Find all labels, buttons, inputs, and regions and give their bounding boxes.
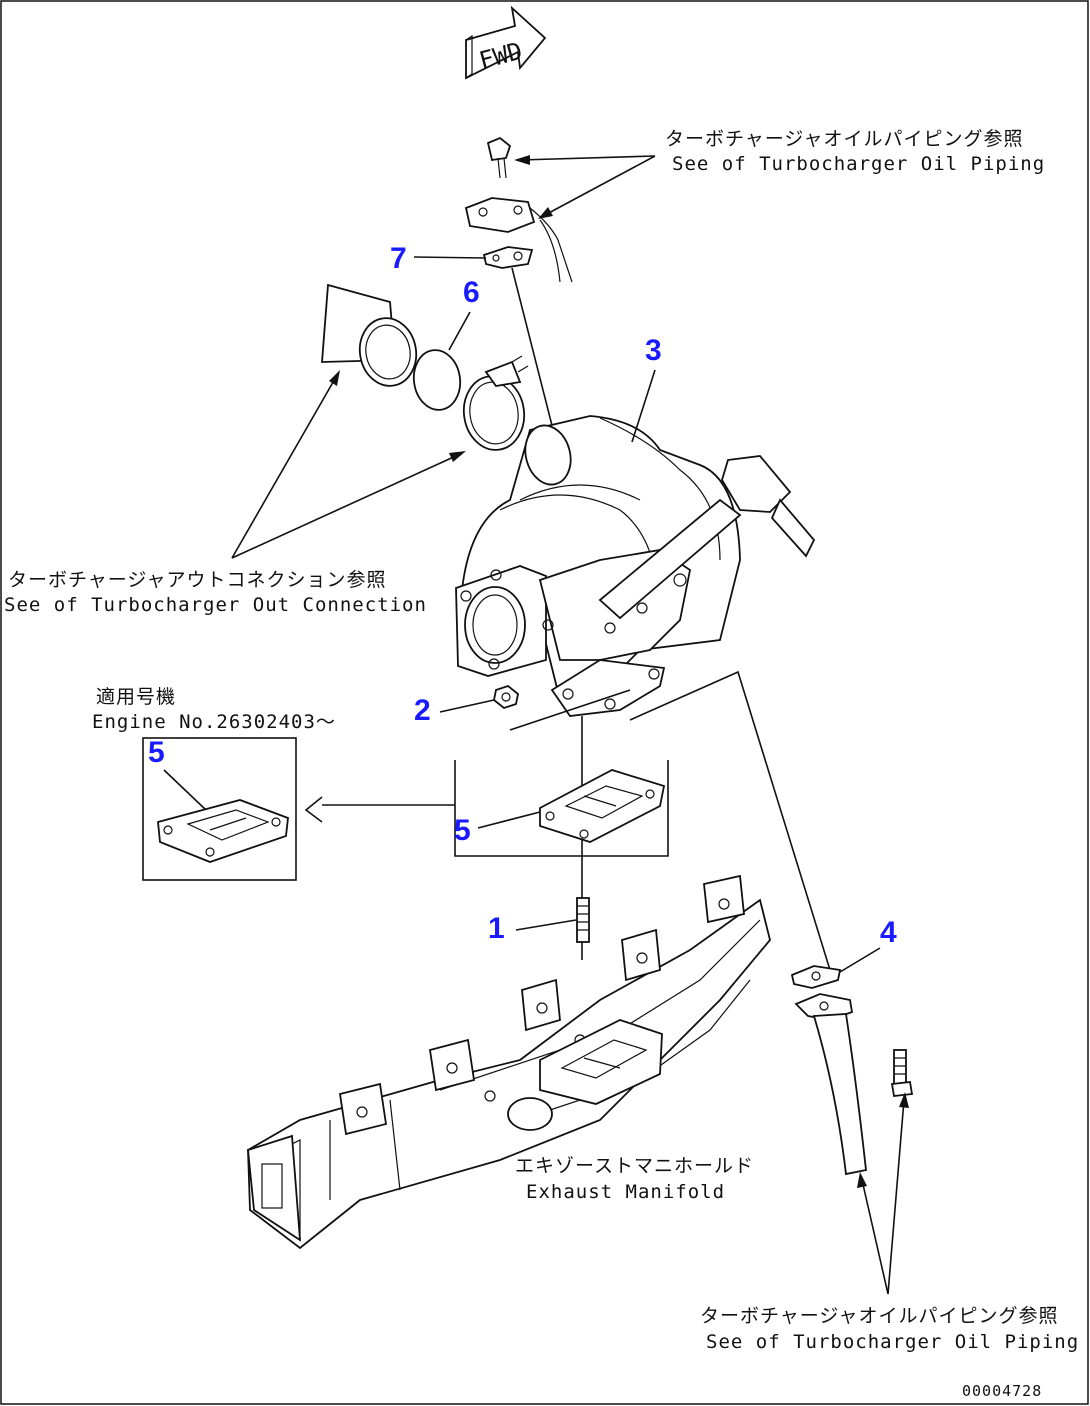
exhaust-manifold-note-jp: エキゾーストマニホールド — [515, 1155, 754, 1177]
turbocharger-3 — [455, 415, 816, 717]
leader-5-inset — [163, 769, 207, 811]
gasket-7 — [482, 246, 534, 269]
leader-2 — [439, 699, 495, 713]
leader-out-1 — [231, 376, 337, 559]
out-connection-pipe — [321, 283, 418, 387]
leader-6 — [448, 311, 471, 351]
forward-arrow-icon: FWD — [465, 5, 547, 80]
exhaust-manifold-note-en: Exhaust Manifold — [526, 1181, 725, 1203]
flange-center-line-1 — [509, 689, 631, 731]
gasket-5-inset — [157, 799, 289, 863]
leader-out-2 — [231, 454, 459, 559]
oil-piping-bottom-note-en: See of Turbocharger Oil Piping — [706, 1331, 1079, 1353]
out-connection-note-jp: ターボチャージャアウトコネクション参照 — [8, 569, 386, 591]
callout-6: 6 — [463, 276, 480, 309]
exhaust-manifold — [247, 874, 771, 1250]
applicable-note-en: Engine No.26302403～ — [92, 711, 336, 733]
leader-oil-top-2 — [544, 155, 656, 216]
leader-oil-bottom-1 — [861, 1179, 889, 1295]
oil-drain-bolt — [890, 1049, 914, 1097]
out-connection-note-en: See of Turbocharger Out Connection — [4, 594, 427, 616]
leader-oil-bottom-2 — [887, 1099, 905, 1295]
callout-7: 7 — [390, 242, 407, 275]
gasket-4 — [790, 965, 842, 989]
applicable-inset-box — [142, 737, 297, 881]
callout-2: 2 — [414, 694, 431, 727]
gasket-bracket-arrow-icon — [304, 796, 323, 823]
v-band-clamp — [462, 355, 529, 451]
gasket-bracket — [454, 760, 669, 857]
o-ring-6 — [412, 349, 462, 411]
oil-inlet-bolt — [486, 136, 512, 179]
flange-center-line-2 — [629, 670, 831, 971]
callout-5-main: 5 — [454, 814, 471, 847]
leader-oil-top-1 — [519, 155, 656, 161]
oil-piping-top-note-jp: ターボチャージャオイルパイピング参照 — [665, 128, 1023, 150]
callout-1: 1 — [488, 912, 505, 945]
applicable-note-jp: 適用号機 — [96, 686, 176, 708]
stud-1 — [576, 897, 590, 943]
leader-1 — [515, 919, 577, 931]
oil-drain-pipe — [794, 993, 867, 1176]
callout-3: 3 — [645, 334, 662, 367]
gasket-5 — [539, 769, 666, 843]
oil-piping-bottom-note-jp: ターボチャージャオイルパイピング参照 — [700, 1305, 1058, 1327]
nut-2 — [493, 684, 519, 710]
oil-piping-top-note-en: See of Turbocharger Oil Piping — [672, 153, 1045, 175]
leader-7 — [413, 256, 487, 259]
oil-inlet-flange — [464, 197, 573, 283]
leader-5-main — [477, 811, 541, 829]
drawing-number: 00004728 — [962, 1382, 1042, 1400]
leader-4 — [839, 947, 881, 973]
leader-3 — [631, 369, 656, 443]
callout-4: 4 — [880, 916, 897, 949]
callout-5-inset: 5 — [148, 736, 165, 769]
